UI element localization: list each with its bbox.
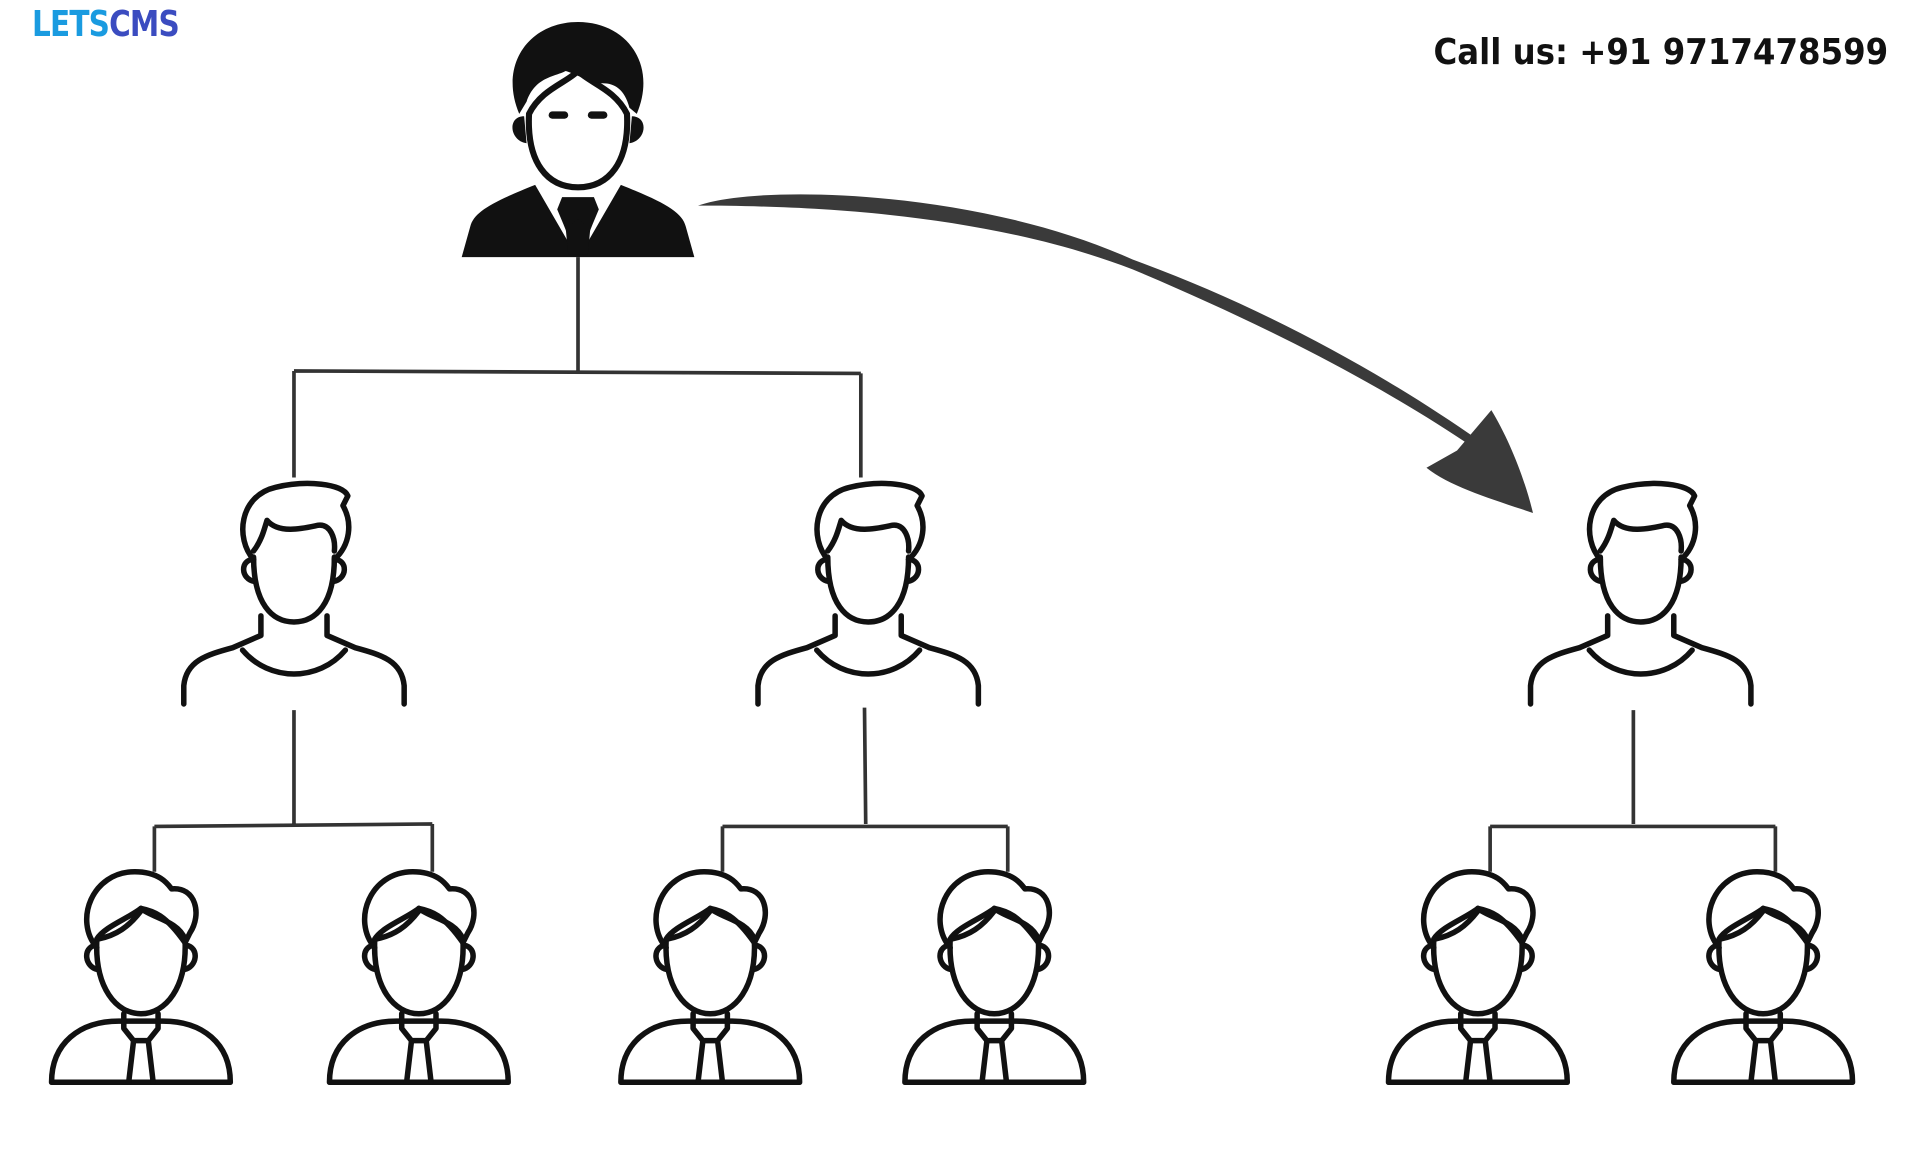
spillover-person-icon: [1531, 484, 1751, 704]
level3-person-icon: [1674, 872, 1853, 1083]
downline-person-icon: [184, 484, 404, 704]
spillover-arrow: [697, 194, 1533, 513]
level3-person-icon: [905, 872, 1084, 1083]
level3-person-icon: [52, 872, 231, 1083]
level3-person-icon: [621, 872, 800, 1083]
call-us-text: Call us: +91 9717478599: [1433, 32, 1888, 73]
connector-lines: [152, 257, 1778, 872]
logo-part-lets: LETS: [32, 4, 110, 45]
letscms-logo: LETSCMS: [32, 4, 180, 45]
level3-person-icon: [1389, 872, 1568, 1083]
downline-person-icon: [758, 484, 978, 704]
level3-person-icon: [329, 872, 508, 1083]
logo-part-cms: CMS: [109, 4, 180, 45]
sponsor-person-icon: [462, 22, 695, 257]
